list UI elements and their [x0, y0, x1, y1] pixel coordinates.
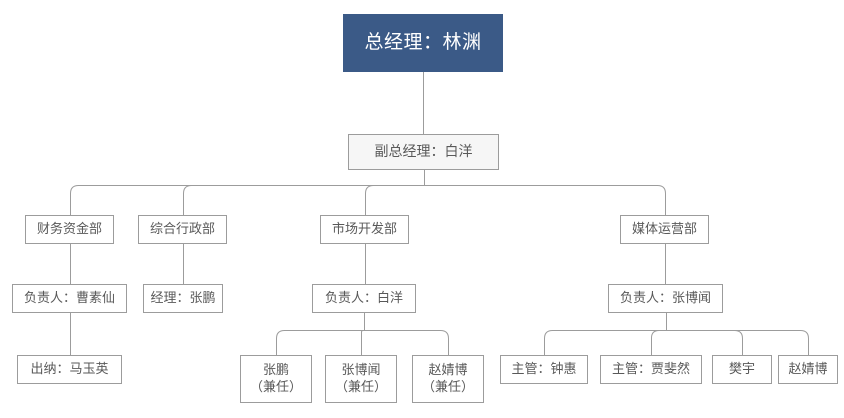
org-node-label: 樊宇 [728, 361, 755, 377]
org-node-staff-zhangbowen[interactable]: 张博闻（兼任） [325, 355, 397, 403]
org-node-label: 主管：贾斐然 [611, 361, 690, 377]
org-node-gm[interactable]: 总经理：林渊 [343, 14, 503, 72]
org-node-dept-finance[interactable]: 财务资金部 [25, 215, 114, 244]
org-node-staff-zhangpeng[interactable]: 张鹏（兼任） [240, 355, 312, 403]
org-node-label: 综合行政部 [149, 221, 215, 237]
connector-head-market-to-staff-zhaojingbo-market [364, 313, 449, 355]
org-node-label: 主管：钟惠 [511, 361, 577, 377]
org-node-label: 出纳：马玉英 [30, 361, 109, 377]
org-node-sublabel: （兼任） [421, 379, 474, 394]
org-node-staff-zhaojingbo-media[interactable]: 赵婧博 [778, 355, 838, 384]
connector-head-market-to-staff-zhangbowen [361, 313, 365, 355]
org-node-head-media[interactable]: 负责人：张博闻 [608, 284, 723, 313]
connector-head-media-to-staff-zhaojingbo-media [666, 313, 809, 355]
org-node-label: 赵婧博 [428, 362, 468, 378]
org-node-label: 市场开发部 [331, 221, 397, 237]
org-node-head-admin[interactable]: 经理：张鹏 [143, 284, 223, 313]
org-node-label: 张博闻 [341, 362, 381, 378]
org-node-label: 张鹏 [262, 362, 289, 378]
org-node-label: 负责人：张博闻 [619, 290, 711, 306]
connector-head-media-to-staff-fanyu [666, 313, 743, 355]
org-node-dgm[interactable]: 副总经理：白洋 [348, 134, 499, 170]
connector-dgm-to-dept-media [424, 170, 666, 215]
org-node-staff-zhaojingbo-market[interactable]: 赵婧博（兼任） [412, 355, 484, 403]
org-node-label: 负责人：曹素仙 [23, 290, 115, 306]
org-node-staff-fanyu[interactable]: 樊宇 [712, 355, 772, 384]
org-node-label: 负责人：白洋 [324, 290, 403, 306]
org-node-label: 赵婧博 [788, 361, 828, 377]
org-node-label: 总经理：林渊 [364, 31, 482, 53]
org-node-staff-cashier[interactable]: 出纳：马玉英 [17, 355, 122, 384]
org-node-staff-jiafeiran[interactable]: 主管：贾斐然 [600, 355, 702, 384]
org-node-label: 副总经理：白洋 [374, 143, 473, 160]
connector-head-media-to-staff-zhonghui [544, 313, 667, 355]
connector-dgm-to-dept-finance [70, 170, 425, 215]
org-node-head-finance[interactable]: 负责人：曹素仙 [12, 284, 127, 313]
org-node-label: 媒体运营部 [631, 221, 697, 237]
connector-dgm-to-dept-market [365, 170, 425, 215]
org-node-staff-zhonghui[interactable]: 主管：钟惠 [500, 355, 588, 384]
connector-head-market-to-staff-zhangpeng [276, 313, 365, 355]
org-node-head-market[interactable]: 负责人：白洋 [312, 284, 416, 313]
org-node-label: 财务资金部 [36, 221, 102, 237]
org-node-sublabel: （兼任） [249, 379, 302, 394]
org-node-dept-market[interactable]: 市场开发部 [320, 215, 409, 244]
connector-dgm-to-dept-admin [183, 170, 425, 215]
org-node-dept-media[interactable]: 媒体运营部 [620, 215, 709, 244]
connector-head-media-to-staff-jiafeiran [651, 313, 667, 355]
org-node-sublabel: （兼任） [334, 379, 387, 394]
org-node-label: 经理：张鹏 [150, 290, 216, 306]
org-node-dept-admin[interactable]: 综合行政部 [138, 215, 227, 244]
